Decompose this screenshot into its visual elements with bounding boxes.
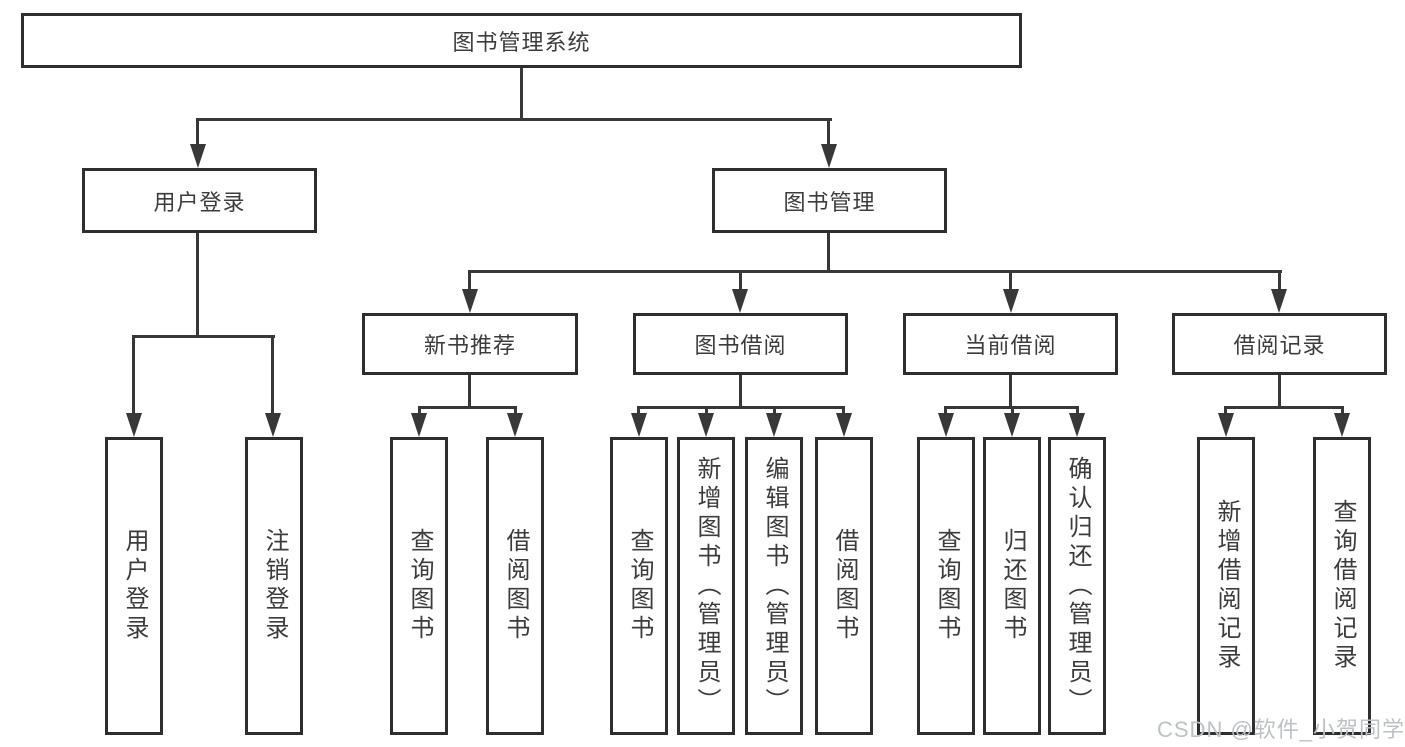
leaf-recommend-query-books: 查询图书 (390, 437, 448, 735)
leaf-recommend-borrow-books-label: 借阅图书 (502, 528, 529, 644)
connector-line (132, 335, 135, 417)
connector-line (638, 406, 845, 409)
connector-line (1009, 375, 1012, 408)
node-book-management: 图书管理 (712, 168, 947, 233)
leaf-return-books: 归还图书 (983, 437, 1041, 735)
arrowhead-icon (190, 144, 206, 168)
connector-line (196, 118, 832, 121)
node-current-borrow: 当前借阅 (903, 313, 1118, 375)
leaf-logout-label: 注销登录 (261, 528, 288, 644)
arrowhead-icon (1218, 413, 1234, 437)
connector-line (739, 375, 742, 408)
csdn-watermark: CSDN @软件_小贺同学 (1157, 717, 1405, 742)
leaf-current-query-books-label: 查询图书 (933, 528, 960, 644)
leaf-return-books-label: 归还图书 (999, 528, 1026, 644)
node-root: 图书管理系统 (21, 13, 1022, 68)
leaf-query-borrow-record-label: 查询借阅记录 (1329, 499, 1356, 673)
arrowhead-icon (507, 413, 523, 437)
connector-line (196, 233, 199, 337)
connector-line (1224, 406, 1227, 416)
connector-line (468, 270, 471, 292)
connector-line (637, 406, 640, 416)
leaf-user-login: 用户登录 (105, 437, 163, 735)
leaf-current-query-books: 查询图书 (917, 437, 975, 735)
arrowhead-icon (938, 413, 954, 437)
arrowhead-icon (732, 289, 748, 313)
arrowhead-icon (265, 413, 281, 437)
arrowhead-icon (126, 413, 142, 437)
leaf-borrow-query-books: 查询图书 (610, 437, 668, 735)
node-current-borrow-label: 当前借阅 (964, 333, 1057, 358)
connector-line (827, 118, 830, 147)
connector-line (418, 406, 421, 416)
connector-line (196, 118, 199, 147)
connector-line (1009, 270, 1012, 292)
connector-line (1278, 270, 1281, 292)
connector-line (520, 68, 523, 120)
connector-line (1225, 406, 1344, 409)
arrowhead-icon (821, 144, 837, 168)
leaf-add-books-admin-label: 新增图书（管理员） (693, 455, 720, 717)
leaf-confirm-return-admin: 确认归还（管理员） (1048, 437, 1106, 735)
connector-line (469, 270, 1282, 273)
node-book-management-label: 图书管理 (783, 189, 876, 215)
connector-line (842, 406, 845, 416)
node-root-label: 图书管理系统 (452, 29, 591, 55)
leaf-edit-books-admin: 编辑图书（管理员） (745, 437, 803, 735)
arrowhead-icon (1271, 289, 1287, 313)
leaf-recommend-borrow-books: 借阅图书 (486, 437, 544, 735)
connector-line (944, 406, 947, 416)
leaf-borrow-query-books-label: 查询图书 (626, 528, 653, 644)
arrowhead-icon (1334, 413, 1350, 437)
leaf-query-borrow-record: 查询借阅记录 (1313, 437, 1371, 735)
leaf-logout: 注销登录 (245, 437, 303, 735)
node-user-login: 用户登录 (82, 168, 317, 233)
leaf-add-books-admin: 新增图书（管理员） (677, 437, 735, 735)
leaf-add-borrow-record: 新增借阅记录 (1197, 437, 1255, 735)
leaf-borrow-books-label: 借阅图书 (831, 528, 858, 644)
node-borrow-records-label: 借阅记录 (1233, 333, 1326, 358)
connector-line (739, 270, 742, 292)
arrowhead-icon (1003, 289, 1019, 313)
arrowhead-icon (766, 413, 782, 437)
connector-line (773, 406, 776, 416)
node-book-borrow: 图书借阅 (633, 313, 848, 375)
arrowhead-icon (462, 289, 478, 313)
connector-line (514, 406, 517, 416)
node-borrow-records: 借阅记录 (1172, 313, 1387, 375)
leaf-add-borrow-record-label: 新增借阅记录 (1213, 499, 1240, 673)
arrowhead-icon (836, 413, 852, 437)
arrowhead-icon (631, 413, 647, 437)
leaf-edit-books-admin-label: 编辑图书（管理员） (761, 455, 788, 717)
leaf-recommend-query-books-label: 查询图书 (406, 528, 433, 644)
connector-line (827, 233, 830, 272)
connector-line (705, 406, 708, 416)
connector-line (418, 406, 517, 409)
arrowhead-icon (698, 413, 714, 437)
node-new-book-recommend-label: 新书推荐 (423, 333, 516, 358)
arrowhead-icon (1004, 413, 1020, 437)
connector-line (1278, 375, 1281, 408)
connector-line (1341, 406, 1344, 416)
connector-line (468, 375, 471, 408)
leaf-confirm-return-admin-label: 确认归还（管理员） (1064, 455, 1091, 717)
leaf-user-login-label: 用户登录 (121, 528, 148, 644)
node-new-book-recommend: 新书推荐 (362, 313, 578, 375)
node-user-login-label: 用户登录 (153, 189, 246, 215)
leaf-borrow-books: 借阅图书 (815, 437, 873, 735)
connector-line (271, 335, 274, 417)
arrowhead-icon (411, 413, 427, 437)
connector-line (1011, 406, 1014, 416)
arrowhead-icon (1069, 413, 1085, 437)
node-book-borrow-label: 图书借阅 (694, 333, 787, 358)
connector-line (1076, 406, 1079, 416)
connector-line (133, 335, 275, 338)
